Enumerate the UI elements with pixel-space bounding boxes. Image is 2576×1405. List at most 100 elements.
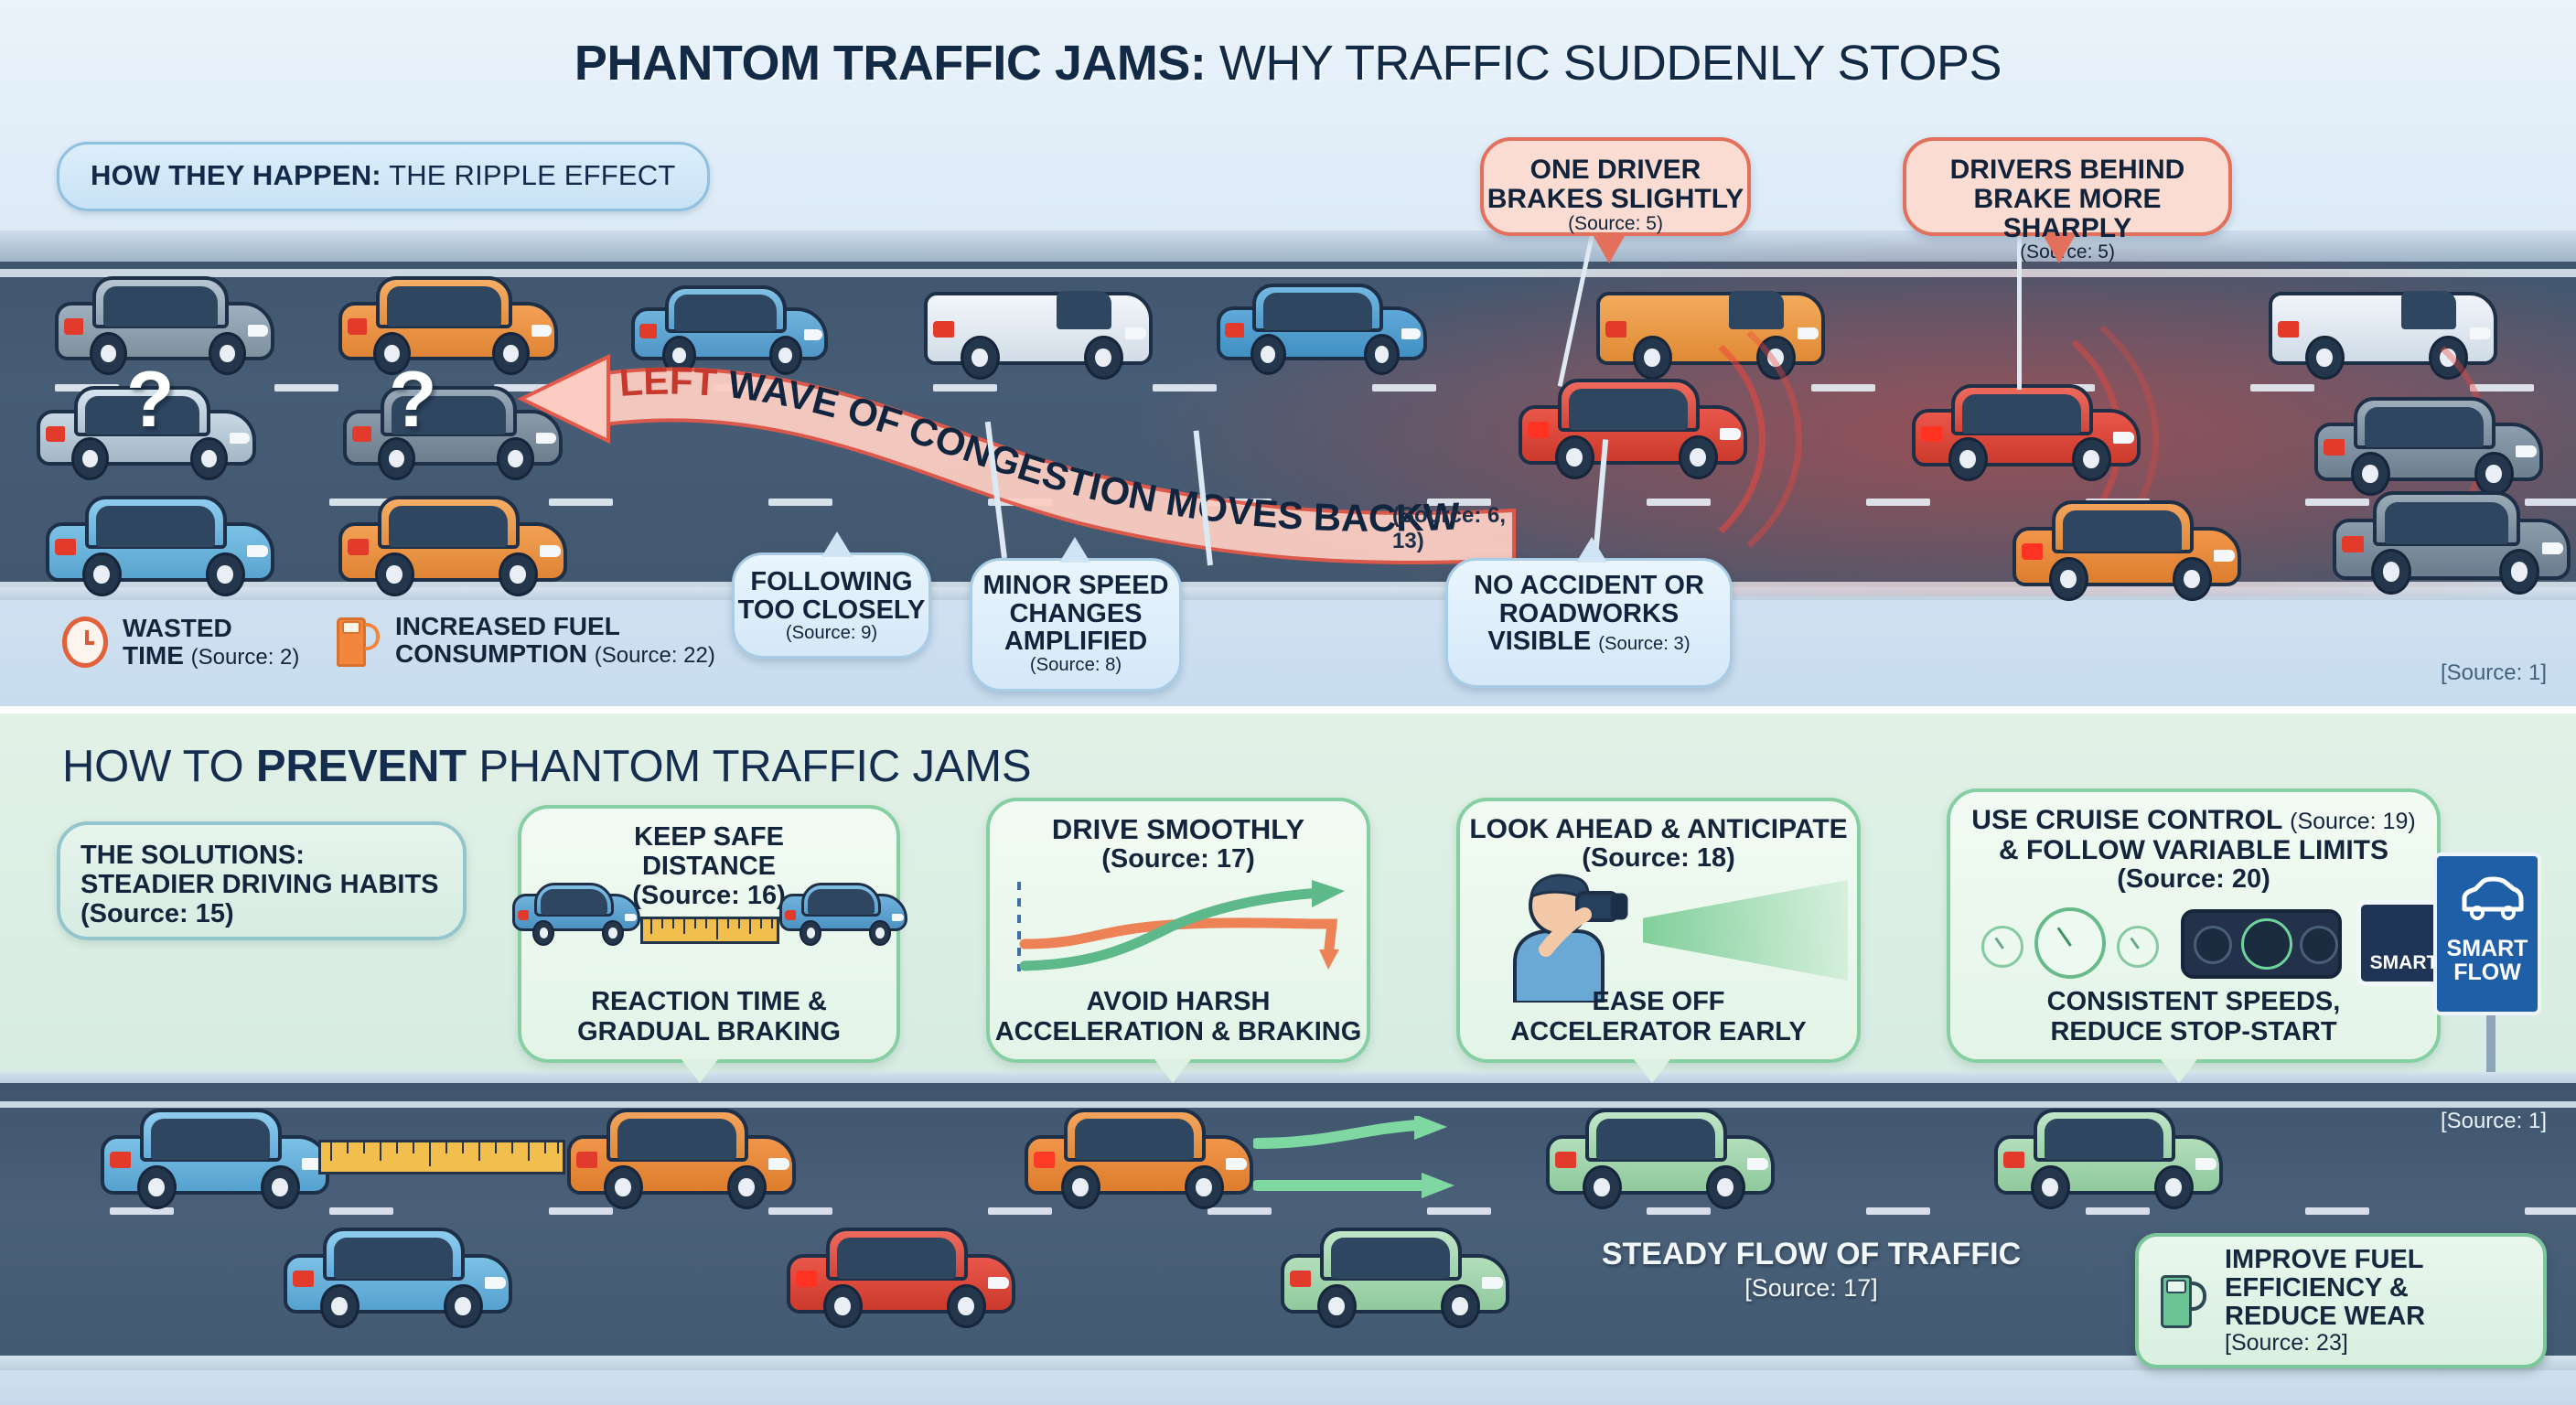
card-footer-line2: ACCELERATOR EARLY	[1510, 1016, 1807, 1046]
callout-following-too-closely[interactable]: FOLLOWING TOO CLOSELY (Source: 9)	[732, 531, 931, 659]
car-silver-1	[37, 384, 256, 480]
card-pointer	[682, 1059, 718, 1083]
callout-line3: VISIBLE (Source: 3)	[1448, 627, 1730, 656]
bottom-car-green-3	[1281, 1226, 1509, 1328]
bottom-car-green-1	[1546, 1107, 1775, 1209]
page-title-rest: WHY TRAFFIC SUDDENLY STOPS	[1206, 36, 2002, 91]
card-look-ahead[interactable]: LOOK AHEAD & ANTICIPATE (Source: 18) EAS…	[1456, 798, 1861, 1083]
prevent-heading-post: PHANTOM TRAFFIC JAMS	[466, 742, 1032, 791]
prevent-heading-bold: PREVENT	[255, 742, 467, 791]
badge-bold-text: HOW THEY HAPPEN:	[91, 159, 381, 191]
callout-line1: MINOR SPEED	[982, 571, 1169, 600]
prevent-heading-pre: HOW TO	[62, 742, 256, 791]
vision-cone-icon	[1643, 880, 1848, 981]
callout-drivers-behind-brake[interactable]: DRIVERS BEHIND BRAKE MORE SHARPLY (Sourc…	[1903, 137, 2232, 263]
van-white-2	[2269, 274, 2497, 380]
callout-one-driver-brakes[interactable]: ONE DRIVER BRAKES SLIGHTLY (Source: 5)	[1480, 137, 1751, 263]
legend-line2-text: TIME	[123, 641, 184, 670]
car-grey-right	[2314, 395, 2543, 496]
steady-flow-text: STEADY FLOW OF TRAFFIC	[1601, 1237, 2022, 1271]
page-title-bold: PHANTOM TRAFFIC JAMS:	[574, 36, 1207, 91]
car-blue-2	[1217, 282, 1427, 375]
bottom-car-blue-2	[284, 1226, 512, 1328]
card-pointer	[2161, 1059, 2197, 1083]
callout-line2: BRAKES SLIGHTLY	[1487, 183, 1744, 214]
legend-increased-fuel: INCREASED FUEL CONSUMPTION (Source: 22)	[337, 612, 715, 669]
dashboard-cluster-icon	[2181, 909, 2342, 979]
card-source: (Source: 18)	[1582, 843, 1735, 873]
card-footer-line2: GRADUAL BRAKING	[577, 1016, 841, 1046]
wave-banner-svg: LEFT WAVE OF CONGESTION MOVES BACKWARDS	[480, 313, 1516, 565]
car-red-braking-1	[1519, 377, 1747, 479]
callout-line2: ROADWORKS	[1498, 598, 1680, 628]
bottom-road-top-rail	[0, 1072, 2576, 1085]
road-sign-line2: FLOW	[2453, 960, 2521, 986]
callout-line3-text: VISIBLE	[1487, 627, 1592, 657]
wave-of-congestion-banner: LEFT WAVE OF CONGESTION MOVES BACKWARDS …	[480, 313, 1528, 567]
gauge-small-icon-1	[1981, 926, 2023, 968]
smooth-flow-arrows	[1253, 1116, 1454, 1198]
card-source: (Source: 15)	[80, 898, 234, 928]
car-orange-1	[338, 274, 558, 375]
bottom-car-red-1	[787, 1226, 1015, 1328]
bottom-car-blue-1	[101, 1107, 329, 1209]
bottom-distance-ruler	[318, 1140, 565, 1174]
car-grey-right-2	[2333, 489, 2571, 595]
mini-car-right	[779, 882, 907, 946]
card-title-line1: USE CRUISE CONTROL (Source: 19)	[1963, 805, 2424, 835]
card-title-line1: LOOK AHEAD & ANTICIPATE	[1469, 814, 1848, 844]
legend-source: (Source: 22)	[594, 643, 715, 669]
card-title-text: USE CRUISE CONTROL	[1971, 805, 2282, 835]
callout-line2: BRAKE MORE SHARPLY	[1973, 183, 2162, 243]
steady-flow-source: [Source: 17]	[1744, 1274, 1878, 1303]
card-footer: CONSISTENT SPEEDS, REDUCE STOP-START	[1950, 987, 2437, 1046]
van-orange-1	[1596, 274, 1825, 380]
car-orange-3	[2012, 499, 2241, 601]
card-footer-line1: EASE OFF	[1592, 987, 1725, 1017]
card-pointer	[1154, 1059, 1191, 1083]
smart-flow-road-sign: SMART FLOW	[2433, 853, 2541, 1015]
card-footer-line1: AVOID HARSH	[1086, 987, 1271, 1017]
callout-line2: TOO CLOSELY	[737, 595, 926, 625]
fuel-card-source: [Source: 23]	[2225, 1330, 2348, 1357]
wave-banner-source: (Source: 6, 13)	[1392, 503, 1507, 553]
callout-tail	[1594, 236, 1625, 263]
callout-tail	[821, 531, 853, 557]
prevent-heading: HOW TO PREVENT PHANTOM TRAFFIC JAMS	[62, 741, 1032, 792]
callout-source: (Source: 5)	[1568, 212, 1663, 234]
legend-text: WASTED TIME (Source: 2)	[123, 614, 299, 670]
callout-no-accident-roadworks[interactable]: NO ACCIDENT OR ROADWORKS VISIBLE (Source…	[1445, 537, 1733, 688]
card-pointer	[1634, 1059, 1670, 1083]
bottom-lane-dash-row	[0, 1207, 2576, 1215]
legend-wasted-time: WASTED TIME (Source: 2)	[62, 614, 299, 670]
card-footer-line2: REDUCE STOP-START	[2050, 1016, 2337, 1046]
legend-line2-text: CONSUMPTION	[395, 639, 587, 669]
callout-minor-speed-changes[interactable]: MINOR SPEED CHANGES AMPLIFIED (Source: 8…	[970, 537, 1182, 692]
card-footer: EASE OFF ACCELERATOR EARLY	[1460, 987, 1857, 1046]
fuel-card-line2: EFFICIENCY &	[2225, 1272, 2409, 1303]
card-footer: AVOID HARSH ACCELERATION & BRAKING	[990, 987, 1367, 1046]
bottom-lane-edge-top	[0, 1101, 2576, 1108]
callout-line1: FOLLOWING	[750, 567, 913, 596]
card-title-line2: DISTANCE	[641, 851, 777, 881]
fuel-pump-icon	[2161, 1271, 2208, 1330]
card-drive-smoothly[interactable]: DRIVE SMOOTHLY (Source: 17) AVOID HARSH …	[986, 798, 1370, 1083]
card-the-solutions[interactable]: THE SOLUTIONS: STEADIER DRIVING HABITS (…	[57, 821, 467, 940]
car-grey-1	[55, 274, 274, 375]
fuel-efficiency-card[interactable]: IMPROVE FUEL EFFICIENCY & REDUCE WEAR [S…	[2135, 1233, 2547, 1368]
legend-line1: INCREASED FUEL	[395, 612, 620, 640]
card-keep-safe-distance[interactable]: KEEP SAFE DISTANCE (Source: 16)	[512, 805, 907, 1083]
smart-sign-label: SMART	[2369, 952, 2439, 973]
car-orange-2	[338, 494, 567, 596]
callout-source: (Source: 9)	[785, 623, 878, 644]
fuel-card-line3: REDUCE WEAR	[2225, 1302, 2426, 1332]
top-corner-source: [Source: 1]	[2440, 660, 2547, 685]
bottom-base-strip	[0, 1370, 2576, 1405]
legend-line1: WASTED	[123, 614, 232, 642]
road-sign-line1: SMART	[2446, 936, 2528, 961]
card-cruise-control[interactable]: USE CRUISE CONTROL (Source: 19) & FOLLOW…	[1947, 788, 2452, 1083]
legend-source: (Source: 2)	[190, 645, 300, 670]
card-source-1: (Source: 19)	[2290, 809, 2416, 834]
legend-line2: TIME (Source: 2)	[123, 642, 299, 670]
bottom-car-orange-2	[1025, 1107, 1253, 1209]
